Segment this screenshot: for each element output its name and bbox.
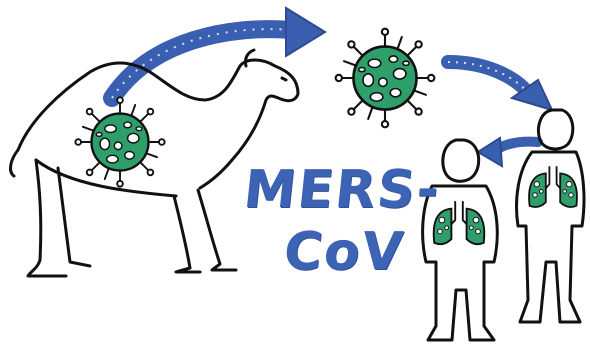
person-icon-front — [421, 138, 499, 342]
arrow-virus-to-person — [441, 55, 554, 112]
camel-icon — [9, 48, 300, 278]
arrow-camel-to-virus — [103, 6, 327, 107]
infected-lungs-icon-back — [528, 165, 578, 208]
infected-lungs-icon-front — [432, 200, 486, 246]
person-icon-back — [515, 108, 586, 324]
arrow-person-to-person — [476, 136, 543, 168]
diagram-title-line-1: MERS- — [240, 160, 444, 220]
diagram-title-line-2: CoV — [280, 222, 408, 282]
virus-icon — [334, 27, 436, 129]
virus-icon-in-camel — [74, 96, 166, 188]
